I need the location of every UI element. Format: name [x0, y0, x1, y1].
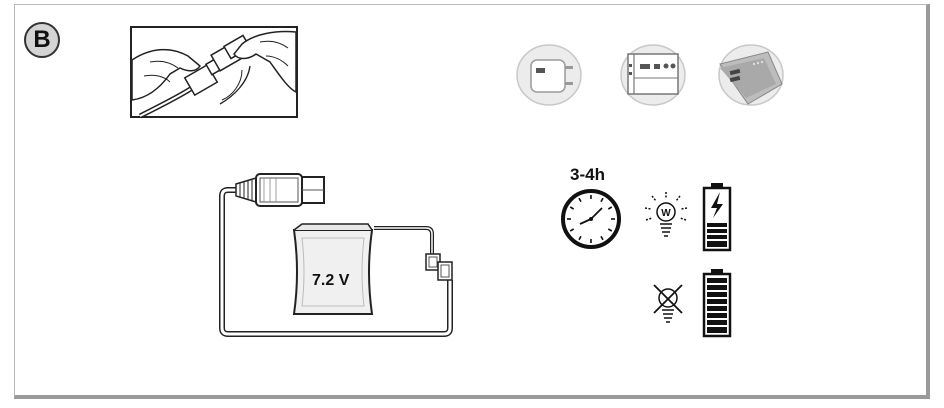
usb-wall-adapter-icon [516, 44, 582, 106]
battery-voltage-label: 7.2 V [312, 272, 350, 289]
hands-connecting-cable-icon [130, 26, 298, 119]
light-bulb-off-icon [653, 284, 683, 323]
battery-pack-icon [292, 223, 374, 315]
usb-cable-icon [219, 173, 453, 337]
step-badge: B [24, 22, 60, 58]
power-bank-icon [718, 44, 784, 106]
clock-icon [561, 189, 621, 249]
charge-time-label: 3-4h [570, 165, 605, 184]
svg-text:W: W [661, 208, 671, 219]
battery-full-icon [702, 269, 732, 338]
battery-charging-icon [702, 183, 732, 252]
computer-usb-port-icon [620, 44, 686, 106]
light-bulb-on-icon: W [644, 192, 688, 237]
